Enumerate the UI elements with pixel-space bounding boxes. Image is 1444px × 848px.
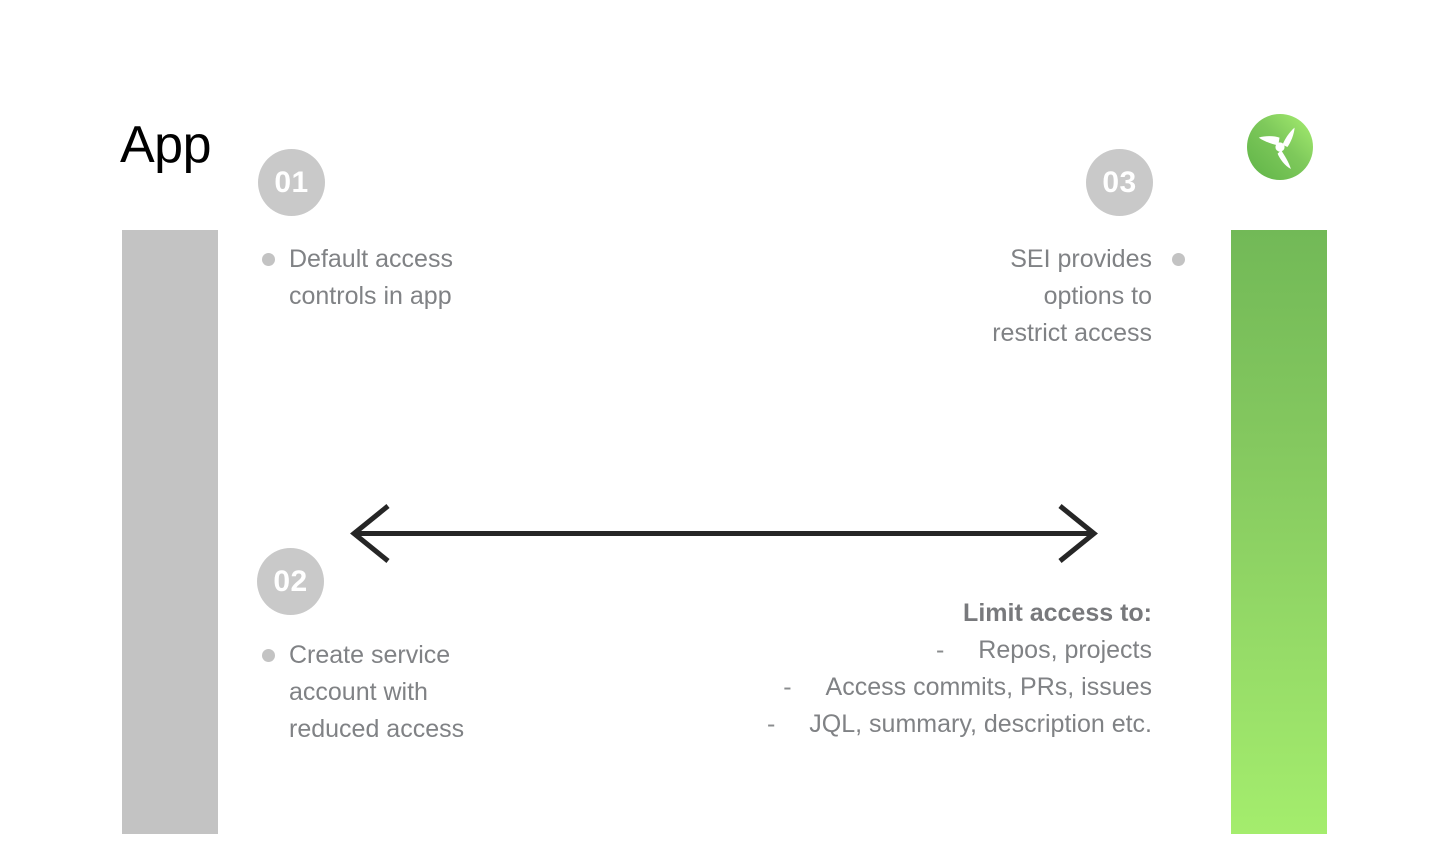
bullet-dot-icon-02 <box>262 649 275 662</box>
step-number-03: 03 <box>1086 149 1153 216</box>
limit-access-item: Access commits, PRs, issues <box>825 673 1152 701</box>
limit-access-item: Repos, projects <box>978 636 1152 664</box>
step-line: options to <box>1043 282 1152 310</box>
step-line: reduced access <box>289 715 465 743</box>
limit-access-row: - JQL, summary, description etc. <box>600 706 1152 743</box>
step-description-02: Create service account with reduced acce… <box>289 637 619 748</box>
limit-access-item: JQL, summary, description etc. <box>809 710 1152 738</box>
step-line: restrict access <box>992 319 1152 347</box>
step-number-02: 02 <box>257 548 324 615</box>
step-line: Default access <box>289 245 453 273</box>
limit-access-heading: Limit access to: <box>963 599 1152 627</box>
bullet-dot-icon-01 <box>262 253 275 266</box>
limit-access-row: - Access commits, PRs, issues <box>600 669 1152 706</box>
right-green-bar <box>1231 230 1327 834</box>
list-dash: - <box>783 673 792 701</box>
bullet-dot-icon-03 <box>1172 253 1185 266</box>
step-line: Create service <box>289 641 451 669</box>
step-line: controls in app <box>289 282 452 310</box>
page-title: App <box>120 116 212 174</box>
limit-access-row: - Repos, projects <box>600 632 1152 669</box>
step-description-03: SEI provides options to restrict access <box>860 241 1152 352</box>
limit-access-block: Limit access to: - Repos, projects - Acc… <box>600 595 1152 743</box>
sei-propeller-logo <box>1246 113 1314 181</box>
step-number-01: 01 <box>258 149 325 216</box>
list-dash: - <box>935 636 945 664</box>
left-gray-bar <box>122 230 218 834</box>
step-line: SEI provides <box>1010 245 1152 273</box>
list-dash: - <box>766 710 776 738</box>
step-description-01: Default access controls in app <box>289 241 619 315</box>
step-line: account with <box>289 678 428 706</box>
double-headed-arrow-icon <box>344 500 1104 568</box>
